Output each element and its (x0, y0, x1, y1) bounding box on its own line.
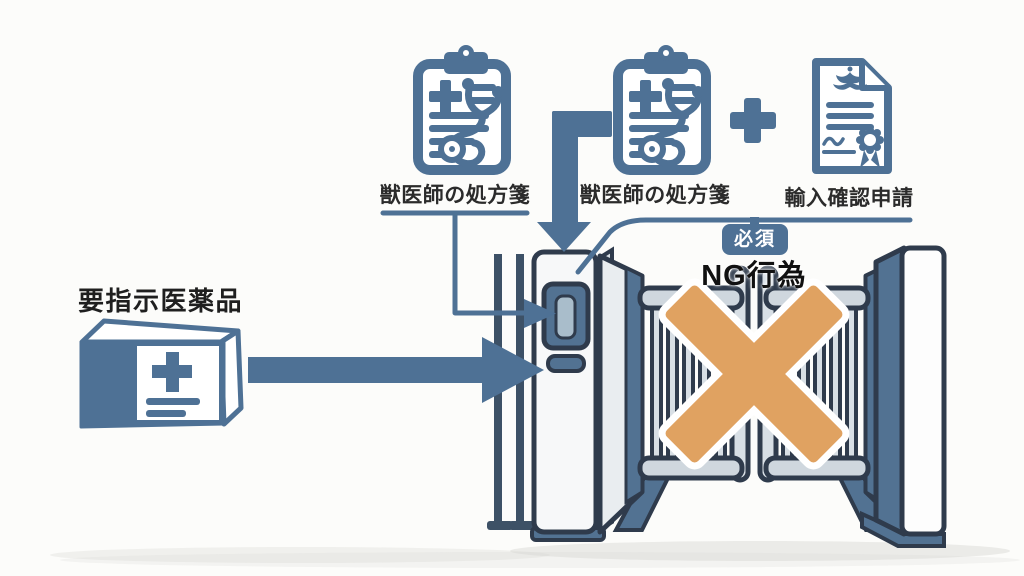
label-veterinarian-prescription-right: 獣医師の処方箋 (579, 184, 731, 207)
thick-down-arrow (537, 111, 612, 252)
label-ng-action: NG行為 (701, 260, 807, 292)
prescription-clipboard-icon (618, 45, 706, 170)
bracket-line (575, 217, 913, 275)
label-import-confirmation-application: 輸入確認申請 (784, 187, 914, 210)
required-badge: 必須 (722, 224, 788, 255)
medicine-box-icon (79, 318, 244, 429)
orange-x-mark-icon (658, 278, 850, 470)
elbow-arrow-to-card-reader (380, 210, 556, 328)
gate-right-pillar (860, 245, 947, 548)
plus-icon (730, 98, 776, 143)
import-permit-document-icon (816, 62, 888, 170)
ground-shadow (50, 541, 1020, 568)
right-arrow-icon (248, 337, 544, 403)
prescription-clipboard-icon (418, 45, 506, 170)
label-prescription-required-drug: 要指示医薬品 (78, 286, 244, 316)
label-veterinarian-prescription-left: 獣医師の処方箋 (379, 184, 531, 207)
